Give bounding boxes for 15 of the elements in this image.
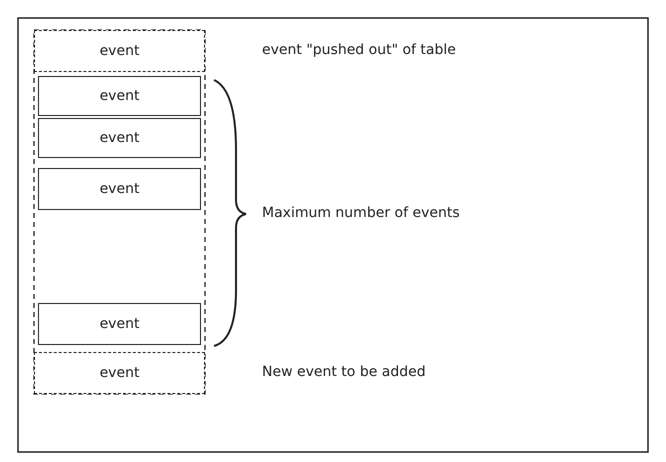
event-label: event	[100, 181, 140, 197]
brace-label: New event to be added	[262, 364, 426, 380]
event-label: event	[100, 130, 140, 146]
dashed-event-box	[34, 30, 205, 72]
event-box	[38, 76, 201, 116]
event-box	[38, 303, 201, 345]
event-label: event	[100, 365, 140, 381]
brace-label: event "pushed out" of table	[262, 42, 456, 58]
event-box	[38, 118, 201, 158]
event-label: event	[100, 88, 140, 104]
event-label: event	[100, 43, 140, 59]
event-box	[38, 168, 201, 210]
dashed-event-box	[34, 352, 205, 394]
event-label: event	[100, 316, 140, 332]
brace-label: Maximum number of events	[262, 205, 460, 221]
